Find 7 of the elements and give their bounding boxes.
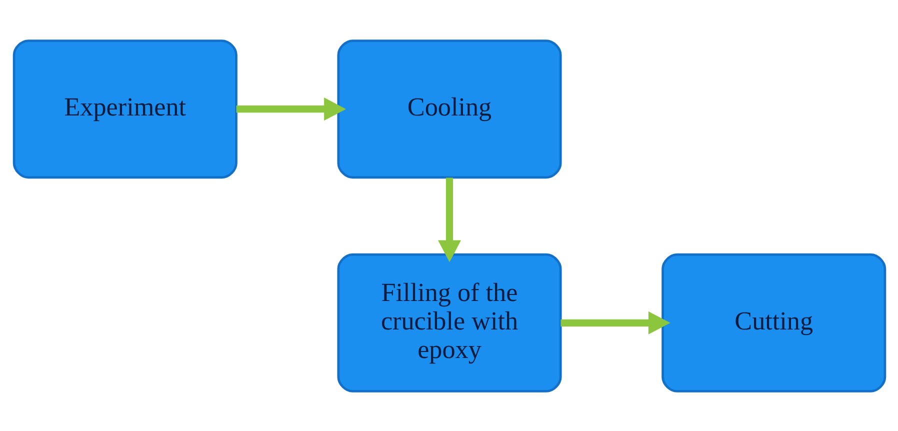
node-box: Cutting <box>661 252 886 392</box>
arrow <box>236 97 346 120</box>
arrow <box>560 310 670 334</box>
node-box: Filling of the crucible with epoxy <box>336 252 562 392</box>
node-box: Experiment <box>12 39 237 178</box>
node-box: Cooling <box>336 39 562 178</box>
arrow <box>438 177 461 262</box>
